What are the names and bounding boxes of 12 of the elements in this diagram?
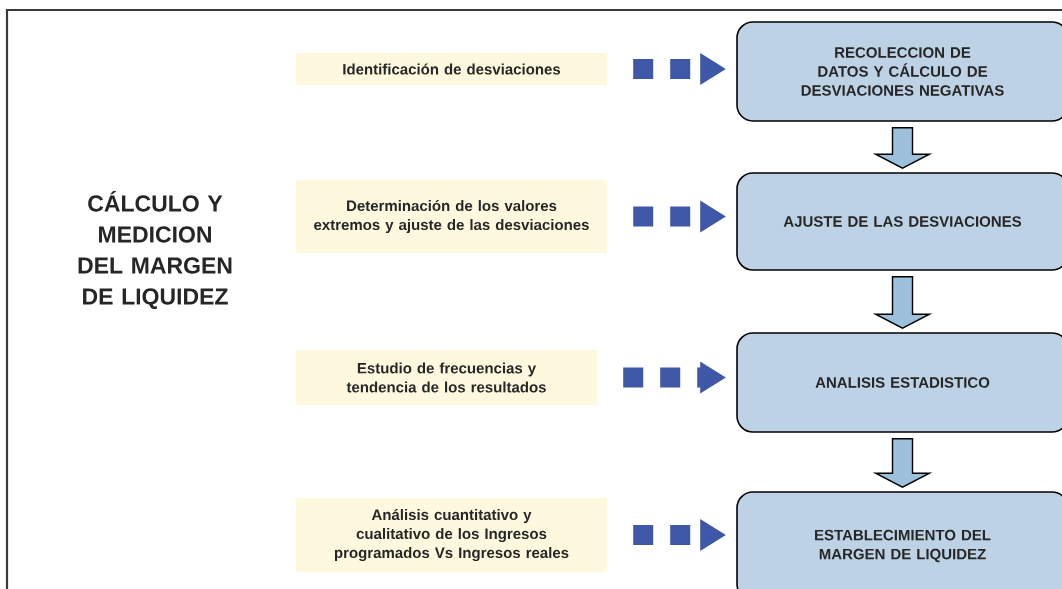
- process-box: ESTABLECIMIENTO DEL MARGEN DE LIQUIDEZ: [736, 491, 1062, 589]
- process-box: AJUSTE DE LAS DESVIACIONES: [736, 172, 1062, 271]
- process-box: ANALISIS ESTADISTICO: [736, 332, 1062, 433]
- block-arrow: [872, 438, 933, 488]
- block-arrow: [872, 276, 933, 329]
- title-text: CÁLCULO Y MEDICION DEL MARGEN DE LIQUIDEZ: [78, 191, 232, 309]
- block-arrow: [872, 127, 933, 169]
- note-box: Identificación de desviaciones: [296, 53, 607, 85]
- note-box: Estudio de frecuencias y tendencia de los resultados: [296, 350, 597, 405]
- note-box: Determinación de los valores extremos y ajuste de las desviaciones: [296, 180, 607, 253]
- process-box: RECOLECCION DE DATOS Y CÁLCULO DE DESVIACIONES NEGATIVAS: [736, 21, 1062, 122]
- note-box: Análisis cuantitativo y cualitativo de los Ingresos programados Vs Ingresos reales: [296, 498, 607, 572]
